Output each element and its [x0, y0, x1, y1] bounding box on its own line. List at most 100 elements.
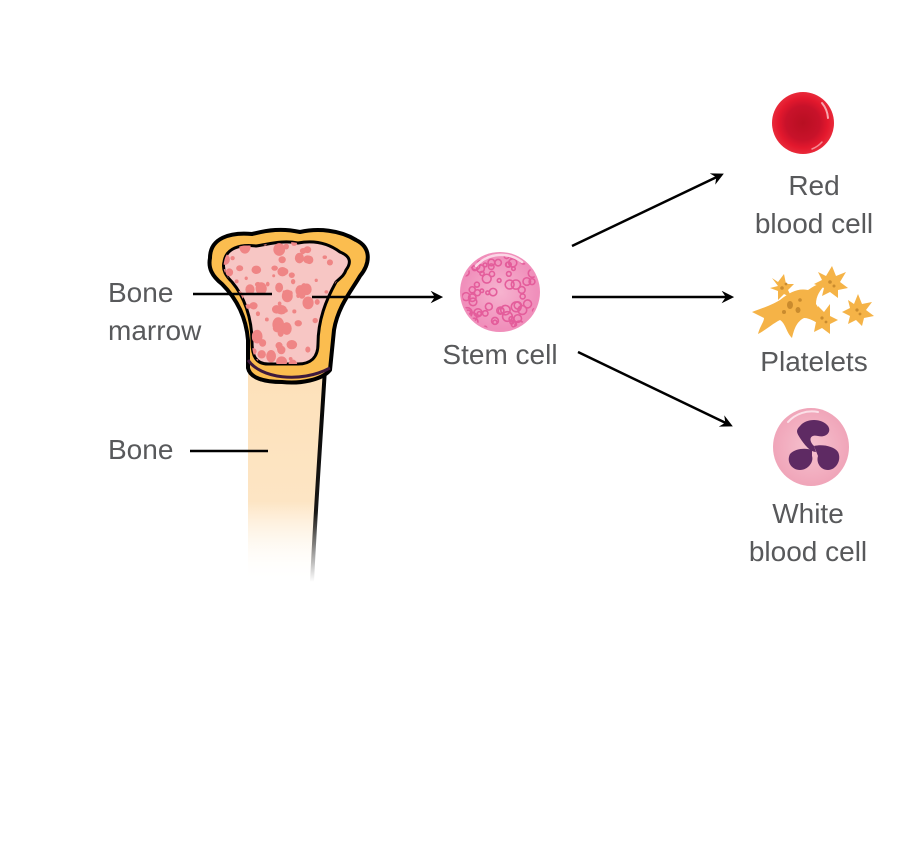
marrow-spot: [265, 281, 270, 287]
marrow-spot: [225, 268, 234, 277]
stem-cell-texture: [482, 262, 488, 268]
stem-cell-texture: [531, 323, 538, 330]
stem-cell-texture: [488, 270, 496, 278]
white-blood-cell-label: White blood cell: [724, 495, 892, 571]
stem-cell-texture: [499, 304, 511, 316]
bone-marrow-label-line-2: marrow: [108, 315, 202, 346]
stem-cell-texture: [476, 310, 483, 317]
arrow-to-white-blood-cell: [577, 350, 733, 427]
marrow-spot: [288, 272, 295, 278]
marrow-spot: [286, 340, 298, 350]
growth-plate: [246, 359, 331, 379]
marrow-spot: [278, 307, 282, 312]
marrow-spot: [337, 342, 348, 354]
marrow-spot: [277, 301, 282, 307]
marrow-spot: [223, 298, 226, 305]
stem-cell-texture: [484, 302, 494, 311]
marrow-spot: [234, 279, 239, 284]
stem-cell-texture: [522, 276, 532, 287]
marrow-spot: [288, 359, 298, 364]
red-blood-cell-icon: [772, 92, 834, 154]
marrow-spot: [277, 345, 284, 352]
white-blood-cell-icon: [773, 408, 849, 486]
marrow-spot: [324, 290, 329, 294]
marrow-spot: [314, 299, 320, 305]
marrow-spot: [223, 254, 230, 265]
marrow-spot: [341, 335, 350, 346]
bone-illustration: [207, 227, 370, 583]
stem-cell-texture: [471, 323, 478, 329]
bone-shaft: [248, 352, 326, 582]
bone-label: Bone: [108, 434, 174, 465]
marrow-spot: [257, 350, 266, 359]
stem-cell-texture: [462, 261, 469, 269]
marrow-spot: [245, 304, 251, 309]
red-blood-cell-label-line-2: blood cell: [754, 208, 874, 239]
marrow-spot: [272, 324, 283, 333]
stem-cell-texture: [517, 285, 526, 295]
marrow-spot: [271, 265, 278, 271]
stem-cell-texture: [494, 258, 503, 267]
stem-cell-texture: [487, 263, 495, 271]
marrow-spot: [251, 329, 263, 344]
marrow-spot: [249, 302, 258, 310]
arrow-to-red-blood-cell: [571, 173, 724, 248]
marrow-spot: [294, 252, 304, 264]
marrow-spot: [281, 289, 293, 303]
marrow-spot: [288, 356, 293, 361]
marrow-spot: [344, 313, 350, 320]
marrow-spot: [277, 267, 288, 277]
stem-cell-texture: [467, 293, 477, 303]
stem-cell-texture: [505, 270, 512, 278]
stem-cell-label: Stem cell: [442, 339, 558, 370]
marrow-spot: [334, 355, 341, 364]
stem-cell-texture: [509, 319, 515, 325]
platelets-label: Platelets: [760, 346, 868, 377]
marrow-spot: [230, 349, 234, 353]
white-blood-cell-label-line-2: blood cell: [748, 536, 868, 567]
marrow-spot: [314, 278, 318, 283]
marrow-spot: [298, 289, 306, 299]
stem-cell-texture: [522, 299, 533, 309]
stem-cell-texture: [473, 281, 481, 288]
marrow-spot: [275, 304, 287, 315]
marrow-spot: [303, 255, 313, 264]
stem-cell-texture: [468, 297, 478, 307]
marrow-spot: [266, 350, 277, 363]
marrow-spot: [272, 274, 276, 278]
marrow-spot: [278, 256, 286, 264]
marrow-spot: [264, 317, 269, 322]
marrow-spot: [236, 265, 244, 272]
stem-cell-texture: [481, 273, 492, 284]
marrow-spot: [301, 283, 307, 291]
marrow-spot: [291, 241, 298, 246]
marrow-spot: [259, 339, 267, 347]
stem-cell-texture: [496, 277, 502, 284]
marrow-spot: [273, 243, 286, 256]
marrow-spot: [251, 265, 262, 275]
marrow-spot: [305, 346, 311, 353]
marrow-spot: [294, 320, 302, 327]
marrow-spot: [245, 284, 255, 295]
stem-cell-texture: [462, 254, 468, 261]
marrow-spot: [232, 334, 244, 346]
marrow-spot: [255, 311, 261, 317]
stem-cell-texture: [510, 301, 522, 313]
stem-cell-texture: [504, 279, 515, 290]
marrow-spot: [312, 317, 318, 324]
marrow-spot: [290, 279, 296, 285]
marrow-spot: [230, 256, 235, 261]
stem-cell-texture: [462, 258, 469, 268]
bone-marrow-label-line-1: Bone: [108, 277, 174, 308]
stem-cell-texture: [488, 287, 498, 297]
stem-cell-texture: [528, 322, 533, 327]
stem-cell-texture: [505, 261, 513, 269]
marrow-spot: [255, 282, 267, 296]
stem-cell-icon: [460, 252, 540, 332]
marrow-spot: [302, 296, 314, 310]
stem-cell-texture: [517, 304, 528, 316]
marrow-spot: [244, 276, 248, 281]
stem-cell-texture: [510, 279, 522, 290]
marrow-spot: [292, 309, 297, 314]
